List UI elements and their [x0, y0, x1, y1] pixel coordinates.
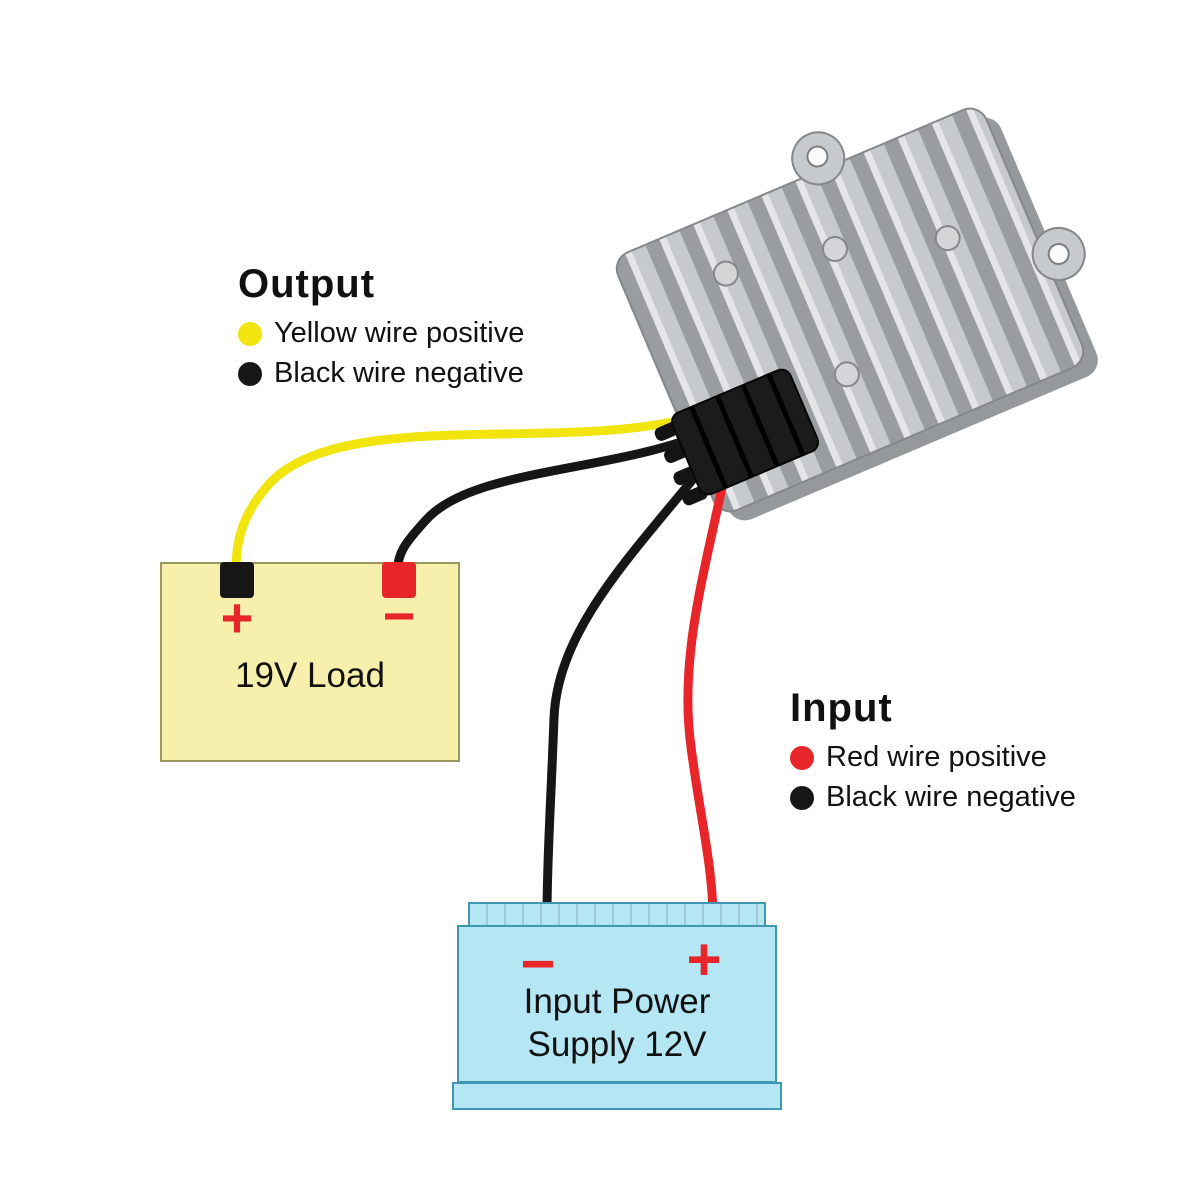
load-box-label: 19V Load — [235, 656, 385, 695]
input-legend-row-negative: Black wire negative — [790, 781, 1076, 814]
black-input-wire — [542, 443, 723, 919]
output-legend-row-negative: Black wire negative — [238, 357, 524, 390]
black-output-wire — [392, 427, 713, 577]
mounting-hole-right — [1047, 242, 1070, 265]
input-legend: Input Red wire positive Black wire negat… — [790, 686, 1076, 814]
red-wire-dot-icon — [790, 745, 814, 770]
input-negative-label: Black wire negative — [826, 781, 1076, 813]
red-input-wire — [683, 453, 733, 919]
output-legend: Output Yellow wire positive Black wire n… — [238, 262, 524, 390]
input-legend-title: Input — [790, 686, 893, 730]
supply-plus-symbol: + — [686, 926, 722, 993]
yellow-output-wire — [231, 410, 705, 575]
supply-box: − + Input Power Supply 12V — [452, 902, 782, 1112]
supply-box-base — [452, 1082, 782, 1110]
supply-box-label: Input Power Supply 12V — [457, 980, 777, 1066]
supply-box-cap — [468, 902, 766, 927]
screw — [821, 236, 848, 263]
black-wire-dot-icon — [790, 785, 814, 810]
output-legend-row-positive: Yellow wire positive — [238, 317, 524, 350]
input-positive-label: Red wire positive — [826, 741, 1047, 773]
load-plus-symbol: + — [220, 586, 254, 649]
load-minus-symbol: − — [382, 584, 416, 647]
supply-label-line2: Supply 12V — [527, 1025, 707, 1064]
mounting-hole-top — [806, 145, 829, 168]
yellow-wire-dot-icon — [238, 321, 262, 346]
black-wire-dot-icon — [238, 361, 262, 386]
load-negative-terminal — [382, 562, 416, 598]
screw — [934, 225, 961, 252]
output-legend-title: Output — [238, 262, 376, 306]
screw — [833, 361, 860, 388]
input-legend-row-positive: Red wire positive — [790, 741, 1076, 774]
supply-label-line1: Input Power — [523, 982, 711, 1021]
mounting-ear-right — [1031, 226, 1086, 281]
output-positive-label: Yellow wire positive — [274, 317, 525, 349]
load-box: + − 19V Load — [160, 562, 460, 762]
supply-minus-symbol: − — [520, 930, 556, 997]
mounting-ear-top — [791, 131, 846, 186]
converter-connector — [654, 368, 819, 506]
output-negative-label: Black wire negative — [274, 357, 524, 389]
load-positive-terminal — [220, 562, 254, 598]
screw — [712, 260, 739, 287]
